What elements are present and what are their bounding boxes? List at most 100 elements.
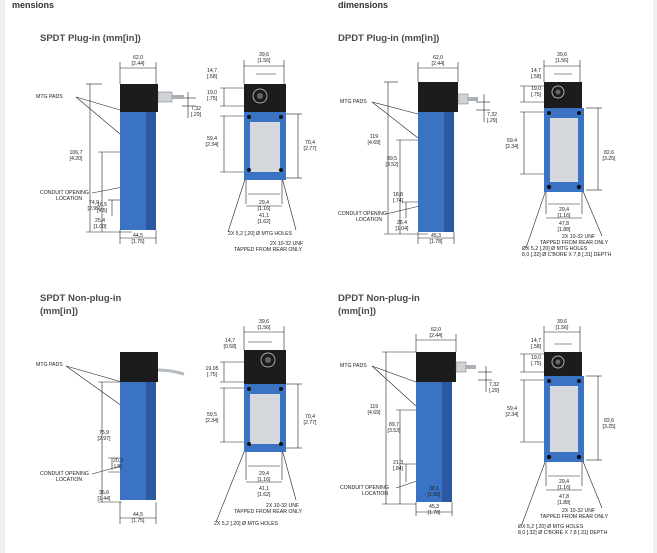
dim-offset: 7,32 xyxy=(191,106,201,112)
mtg-hole-icon xyxy=(279,442,283,446)
dim-height: 119 xyxy=(370,404,378,410)
dim-top2-in: [.58] xyxy=(207,74,218,80)
switch-head xyxy=(244,350,286,384)
spdt-plug-front-view: 39,6 [1.56] 14,7 [.58] 19,0 [.75] 59,4 [… xyxy=(206,52,318,253)
dim-b-in: [1.04] xyxy=(396,226,410,232)
dim-height: 119 xyxy=(370,134,378,140)
dim-top1-in: [1.56] xyxy=(556,325,570,331)
dpdt-plug-side-view: 62,0 [2.44] 119 [4.69] 89,5 [3.52] 7,32 … xyxy=(338,55,498,245)
note-tapped: TAPPED FROM REAR ONLY xyxy=(540,514,609,520)
dim-b: 25,4 xyxy=(95,218,105,224)
label-mtg-pads: MTG PADS xyxy=(340,99,367,105)
mtg-hole-icon xyxy=(247,387,251,391)
note-tapped: TAPPED FROM REAR ONLY xyxy=(540,240,609,246)
spdt-plug-side-view: 62,0 [2.44] 106,7 [4.20] 74,9 [2.95] 7,3… xyxy=(36,55,202,245)
note-unf: 2X 10-32 UNF xyxy=(562,508,595,514)
dim-top3-in: [.75] xyxy=(531,361,542,367)
dpdt-non-title: DPDT Non-plug-in (mm[in]) xyxy=(338,292,420,318)
actuator-hub-icon xyxy=(555,89,561,95)
body-side-shade xyxy=(146,382,156,500)
mtg-hole-icon xyxy=(279,115,283,119)
dim-a-in: [.84] xyxy=(393,466,404,472)
note-tapped: TAPPED FROM REAR ONLY xyxy=(234,509,303,515)
dim-right: 70,4 xyxy=(305,140,315,146)
dim-top2: 14,7 xyxy=(207,68,217,74)
dim-a: 16,5 xyxy=(97,202,107,208)
actuator-hub-icon xyxy=(555,359,561,365)
label-conduit: CONDUIT OPENING xyxy=(40,471,89,477)
spdt-non-side-view: 75,9 [2.97] 20,3 [.8] 36,6 [1.44] 44,5 [… xyxy=(36,352,185,524)
cable-gland xyxy=(457,93,469,105)
dim-left: 59,5 xyxy=(207,412,217,418)
dim-top2-in: [.58] xyxy=(531,74,542,80)
dim-offset-in: [.29] xyxy=(487,118,498,124)
dim-bottom1: 29,4 xyxy=(559,479,569,485)
cover-plate xyxy=(250,394,280,444)
dim-right-in: [2.77] xyxy=(304,420,318,426)
mtg-hole-icon xyxy=(546,184,552,190)
dim-depth: 44,5 xyxy=(133,233,143,239)
mtg-hole-icon xyxy=(247,442,251,446)
dim-width: 62,0 xyxy=(433,55,443,61)
mtg-hole-icon xyxy=(279,168,283,172)
dim-right-in: [3.25] xyxy=(603,424,617,430)
dim-height-in: [4.20] xyxy=(70,156,84,162)
mtg-hole-icon xyxy=(247,168,251,172)
dpdt-plug-title: DPDT Plug-in (mm[in]) xyxy=(338,33,440,44)
dim-top2: 14,7 xyxy=(531,68,541,74)
dim-height: 106,7 xyxy=(70,150,83,156)
dim-top2: 14,7 xyxy=(225,338,235,344)
cable xyxy=(157,368,185,376)
note-unf: 2X 10-32 UNF xyxy=(266,503,299,509)
dim-top1-in: [1.56] xyxy=(258,58,272,64)
cable-gland xyxy=(455,361,467,373)
mtg-hole-icon xyxy=(577,379,581,383)
note-unf: 2X 10-32 UNF xyxy=(270,241,303,247)
dim-bottom2: 47,8 xyxy=(559,221,569,227)
cable xyxy=(466,365,476,369)
note-tapped: TAPPED FROM REAR ONLY xyxy=(234,247,303,253)
cable xyxy=(468,97,478,101)
spdt-plug-title: SPDT Plug-in (mm[in]) xyxy=(40,33,141,44)
mtg-hole-icon xyxy=(577,111,581,115)
dim-width: 62,0 xyxy=(133,55,143,61)
dim-b-in: [1.44] xyxy=(98,496,112,502)
dim-height2: 75,9 xyxy=(99,430,109,436)
dim-top3-in: [.75] xyxy=(207,372,218,378)
dim-depth-in: [1.78] xyxy=(430,239,444,245)
dim-bottom1-in: [1.16] xyxy=(258,206,272,212)
dim-bottom1-in: [1.16] xyxy=(558,485,572,491)
dim-top3: 19,0 xyxy=(207,90,217,96)
dim-top1: 39,6 xyxy=(557,52,567,58)
dim-height2-in: [2.97] xyxy=(98,436,112,442)
dpdt-non-side-view: 62,0 [2.44] 119 [4.69] 89,7 [3.53] 7,32 … xyxy=(340,327,500,516)
dim-b-in: [1.50] xyxy=(428,492,442,498)
body-side-shade xyxy=(442,382,452,502)
dim-bottom2-in: [1.88] xyxy=(558,227,572,233)
dim-b: 38,1 xyxy=(429,486,439,492)
dim-width-in: [2.44] xyxy=(132,61,146,67)
label-conduit: CONDUIT OPENING xyxy=(340,485,389,491)
section-header-left: mensions xyxy=(12,0,55,10)
label-mtg-pads: MTG PADS xyxy=(340,363,367,369)
label-location: LOCATION xyxy=(56,477,82,483)
actuator-icon xyxy=(551,355,565,369)
dim-bottom2: 41,1 xyxy=(259,486,269,492)
dim-height-in: [4.69] xyxy=(368,410,382,416)
cover-plate xyxy=(550,386,578,452)
dpdt-non-front-view: 39,6 [1.56] 14,7 [.58] 19,0 [.75] 59,4 [… xyxy=(506,319,617,536)
dim-bottom1: 29,4 xyxy=(259,200,269,206)
dim-left-in: [2.34] xyxy=(206,418,220,424)
body-side-shade xyxy=(146,112,156,230)
dim-offset-in: [.29] xyxy=(489,388,500,394)
dim-offset: 7,32 xyxy=(489,382,499,388)
dim-top1-in: [1.56] xyxy=(556,58,570,64)
cable-gland xyxy=(157,91,173,103)
dim-left-in: [2.34] xyxy=(506,412,520,418)
dim-bottom1-in: [1.16] xyxy=(258,477,272,483)
actuator-icon xyxy=(551,85,565,99)
dim-bottom1-in: [1.16] xyxy=(558,213,572,219)
dim-bottom2: 41,1 xyxy=(259,213,269,219)
dim-left: 59,4 xyxy=(507,406,517,412)
dim-top2-in: [.58] xyxy=(531,344,542,350)
